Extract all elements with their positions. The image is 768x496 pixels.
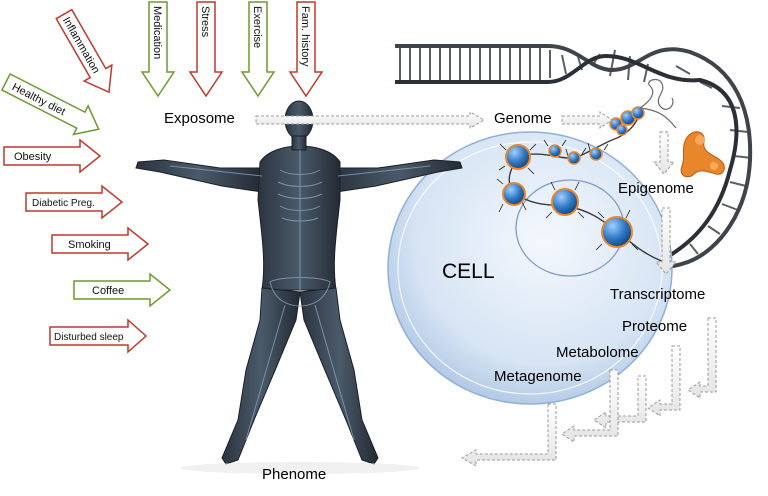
exposure-arrow-exercise: Exercise [240,1,276,98]
exposure-arrow-inflammation: Inflammation [55,8,113,94]
exposure-arrow-medication: Medication [140,1,176,98]
exposure-arrow-diabetic-preg: Diabetic Preg. [25,184,124,220]
to-epigenome-arrow [652,131,676,175]
cell-label: CELL [442,260,495,283]
to-transcriptome-arrow [654,207,678,275]
exposure-label-disturbed-sleep: Disturbed sleep [54,332,124,343]
human-figure [135,100,463,474]
proteome-label: Proteome [622,318,688,335]
exposure-arrows-left: Healthy diet Obesity Diabetic Preg. Smok… [0,72,172,354]
flow-arrows [255,111,717,467]
exposure-arrow-smoking: Smoking [51,226,150,262]
exposome-label: Exposome [164,110,235,127]
transcriptome-cascade-arrow [593,375,647,429]
exposure-arrow-stress: Stress [188,1,224,98]
metagenome-label: Metagenome [494,368,582,385]
exposure-label-stress: Stress [199,6,211,38]
phenome-label: Phenome [262,466,327,483]
chromatin [496,78,677,267]
proteome-arrow [687,317,717,399]
exposure-label-medication: Medication [151,6,163,59]
exposure-arrows-top: Inflammation Medication Stress Exercise … [55,1,324,98]
metagenome-arrow [561,369,619,443]
exposure-arrow-coffee: Coffee [73,272,172,308]
exposure-arrow-disturbed-sleep: Disturbed sleep [49,318,148,354]
protein-complex [680,131,725,178]
exposome-genome-arrow [255,111,486,129]
exposure-label-smoking: Smoking [68,239,111,251]
transcriptome-label: Transcriptome [610,286,706,303]
genome-label: Genome [494,110,552,127]
metabolome-label: Metabolome [556,344,639,361]
exposure-arrow-fam-history: Fam. history [288,1,324,98]
exposure-label-fam-history: Fam. history [299,6,311,67]
epigenome-label: Epigenome [618,180,694,197]
exposure-label-exercise: Exercise [251,6,263,48]
genome-dna-arrow [561,111,613,129]
exposure-label-coffee: Coffee [92,285,124,297]
metabolome-arrow [647,345,681,417]
exposure-arrow-obesity: Obesity [3,138,102,174]
exposure-label-obesity: Obesity [14,151,52,163]
to-phenome-arrow [460,403,557,467]
exposure-label-diabetic-preg: Diabetic Preg. [32,198,95,209]
